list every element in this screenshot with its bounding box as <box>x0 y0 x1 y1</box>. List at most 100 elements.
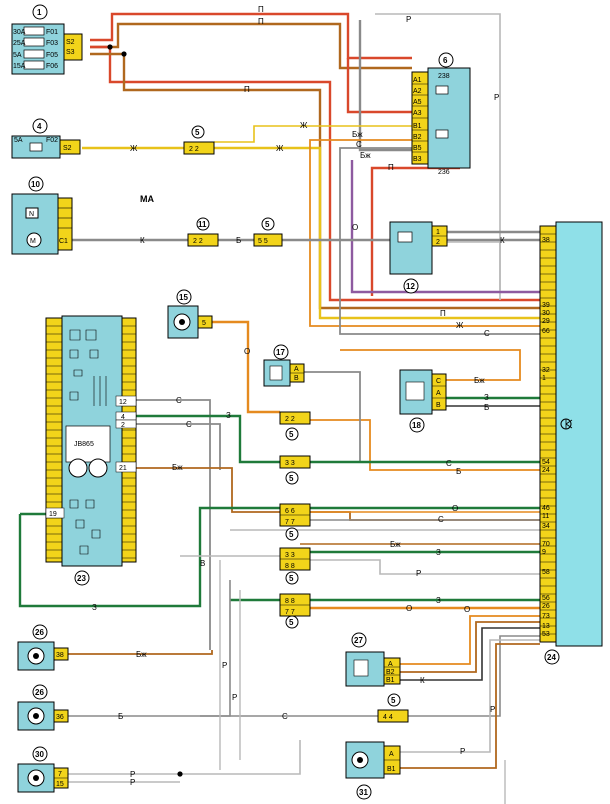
wire-yellow-2 <box>214 125 412 143</box>
diagram-label: MA <box>140 194 154 204</box>
fuse-pin: F03 <box>46 40 58 47</box>
conn-pin: C1 <box>59 238 68 245</box>
panel-pin: 12 <box>119 399 127 406</box>
ecu-pin: 73 <box>542 613 550 620</box>
wire-label: Р <box>416 569 421 578</box>
ecu-pin: 38 <box>542 237 550 244</box>
wire-label: Б <box>484 403 489 412</box>
connector-5-a: 2 2 5 <box>183 125 215 155</box>
wire-58 <box>180 555 540 575</box>
wire-labels: П П П Р Р Ж Ж Ж Бж Бж С П К Б К О П Ж С … <box>92 5 505 787</box>
fuse-4: 5A F02 S2 4 <box>11 118 81 159</box>
wire-orange-c15 <box>212 320 280 414</box>
fuse-pin: F02 <box>46 137 58 144</box>
conn-pin: B2 <box>386 669 395 676</box>
wire-c26b <box>68 580 231 717</box>
wire-purple-1 <box>350 160 540 294</box>
wire-red-3 <box>346 58 412 114</box>
connector-5-h: 4 4 5 <box>377 693 409 723</box>
wire-label: Бж <box>360 151 371 160</box>
wire-label: Р <box>130 770 135 779</box>
ecu-pin: 34 <box>542 523 550 530</box>
conn-pin: A <box>389 751 394 758</box>
ecu-pin: 56 <box>542 595 550 602</box>
panel-pin: 2 <box>121 422 125 429</box>
wire-label: З <box>226 411 231 420</box>
relay-6: A1 A2 A5 A3 B1 B2 B5 B3 238 236 6 <box>411 52 471 176</box>
wire-c31-b1 <box>400 643 540 769</box>
instrument-panel-23: JB865 12 4 2 21 19 23 <box>45 315 137 586</box>
connector-11: 2 2 11 <box>187 217 219 247</box>
conn-pair: 7 7 <box>285 609 295 616</box>
wire-label: Ж <box>456 321 464 330</box>
ecu-pin: 70 <box>542 541 550 548</box>
wire-label: В <box>200 559 205 568</box>
relay-label: 238 <box>438 73 450 80</box>
conn-pair: 6 6 <box>285 508 295 515</box>
connector-5-e: 6 6 7 7 5 <box>279 503 311 541</box>
component-number: 31 <box>359 788 368 797</box>
ecu-pin: 26 <box>542 603 550 610</box>
wire-label: С <box>446 459 452 468</box>
relay-label: 236 <box>438 169 450 176</box>
component-number: 5 <box>195 128 200 137</box>
component-number: 23 <box>77 574 86 583</box>
wire-label: Бж <box>136 650 147 659</box>
wire-gray-top <box>358 20 412 152</box>
conn-pair: 8 8 <box>285 563 295 570</box>
component-number: 11 <box>198 220 207 229</box>
wire-c18-c <box>340 349 521 381</box>
component-number: 15 <box>179 293 188 302</box>
fuse-rating: 30A <box>13 29 26 36</box>
component-number: 5 <box>289 530 294 539</box>
wire-yellow-1 <box>82 146 540 320</box>
component-number: 12 <box>406 282 415 291</box>
sensor-15: 5 15 <box>167 289 213 339</box>
wire-label: Р <box>460 747 465 756</box>
wire-c27-b2 <box>400 621 540 673</box>
wire-label: К <box>500 236 505 245</box>
component-number: 5 <box>265 220 270 229</box>
conn-pin: S2 <box>63 145 72 152</box>
conn-pair: 3 3 <box>285 460 295 467</box>
wire-p23-19 <box>18 506 540 608</box>
fuse-pin: F05 <box>46 52 58 59</box>
conn-pin: B <box>436 402 441 409</box>
svg-text:N: N <box>29 211 34 218</box>
conn-pair: 7 7 <box>285 519 295 526</box>
sensor-17: A B 17 <box>263 344 305 387</box>
relay-pin: A3 <box>413 110 422 117</box>
wire-label: О <box>244 347 250 356</box>
wire-label: О <box>406 604 412 613</box>
fuse-rating: 15A <box>13 63 26 70</box>
ecu-pin: 24 <box>542 467 550 474</box>
connector-5-c: 2 2 5 <box>279 411 311 441</box>
relay-pin: B1 <box>413 123 422 130</box>
component-number: 27 <box>354 636 363 645</box>
component-number: 5 <box>289 574 294 583</box>
relay-12: 1 2 12 <box>389 221 448 294</box>
relay-pin: 1 <box>436 229 440 236</box>
wire-c30 <box>68 740 301 783</box>
wire-label: О <box>464 605 470 614</box>
wire-label: О <box>352 223 358 232</box>
wire-label: Р <box>406 15 411 24</box>
conn-pin: C <box>436 378 441 385</box>
conn-pin: S3 <box>66 49 75 56</box>
component-number: 24 <box>547 653 556 662</box>
conn-pin: S2 <box>66 39 75 46</box>
inline-connectors: 2 2 5 2 2 11 5 5 5 2 2 5 3 3 5 <box>183 125 409 723</box>
motor-10: N M C1 10 <box>11 176 73 255</box>
ecu-pin: 58 <box>542 569 550 576</box>
junctions <box>107 44 183 777</box>
sensor-27: A B2 B1 27 <box>345 632 401 687</box>
relay-pin: A5 <box>413 99 422 106</box>
ecu-pin: 1 <box>542 375 546 382</box>
fuse-rating: 5A <box>14 137 23 144</box>
wire-label: Бж <box>474 376 485 385</box>
connector-5-d: 3 3 5 <box>279 455 311 485</box>
component-number: 17 <box>276 348 285 357</box>
wire-label: Б <box>456 467 461 476</box>
wire-label: Р <box>130 778 135 787</box>
